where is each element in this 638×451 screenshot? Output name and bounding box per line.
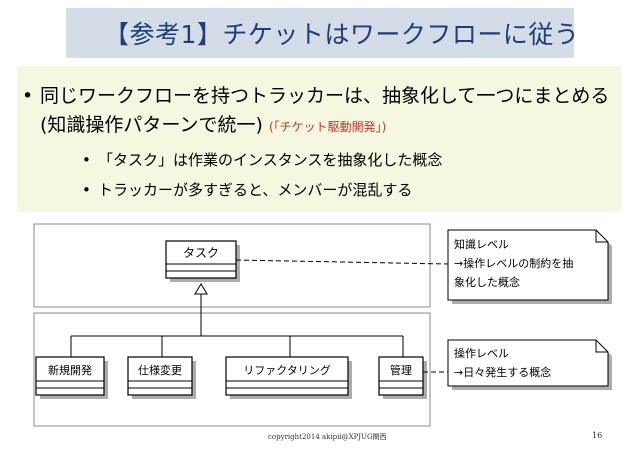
class-spec-change-label: 仕様変更	[138, 363, 182, 377]
note-operation-level: 操作レベル →日々発生する概念	[447, 339, 612, 390]
bullet-dot-icon: •	[82, 181, 91, 199]
class-refactoring-label: リファクタリング	[243, 363, 331, 377]
note-knowledge-line: →操作レベルの制約を抽	[454, 256, 573, 270]
class-management: 管理	[378, 356, 427, 399]
class-management-label: 管理	[390, 363, 412, 377]
note-operation-line: →日々発生する概念	[454, 365, 551, 379]
class-new-development-label: 新規開発	[48, 363, 92, 377]
sub-bullet-text: 「タスク」は作業のインスタンスを抽象化した概念	[98, 151, 443, 169]
bullet-dot-icon: •	[22, 85, 34, 107]
class-task: タスク	[165, 240, 240, 282]
class-refactoring: リファクタリング	[225, 356, 352, 399]
main-bullet-text: 同じワークフローを持つトラッカーは、抽象化して一つにまとめる (知識操作パターン…	[40, 85, 610, 136]
title-band: 【参考1】チケットはワークフローに従う	[66, 8, 579, 58]
main-bullet: • 同じワークフローを持つトラッカーは、抽象化して一つにまとめる (知識操作パタ…	[22, 82, 615, 142]
class-new-development: 新規開発	[35, 356, 108, 399]
class-spec-change: 仕様変更	[127, 356, 196, 399]
bullet-dot-icon: •	[82, 151, 91, 169]
sub-bullet-text: トラッカーが多すぎると、メンバーが混乱する	[98, 181, 413, 199]
sub-bullet: • 「タスク」は作業のインスタンスを抽象化した概念	[82, 150, 443, 170]
note-connector	[235, 259, 449, 265]
sub-bullet: • トラッカーが多すぎると、メンバーが混乱する	[82, 180, 413, 200]
slide-title: 【参考1】チケットはワークフローに従う	[104, 20, 580, 49]
note-knowledge-line: 知識レベル	[454, 237, 509, 251]
note-knowledge-level: 知識レベル →操作レベルの制約を抽 象化した概念	[447, 229, 612, 304]
note-operation-line: 操作レベル	[454, 346, 509, 360]
content-band	[17, 66, 621, 212]
main-bullet-note: (「チケット駆動開発」)	[268, 120, 387, 134]
footer-copyright: copyright2014 akipii@XPJUG関西	[268, 433, 387, 441]
note-knowledge-line: 象化した概念	[454, 275, 520, 289]
page-number: 16	[592, 431, 603, 440]
class-task-label: タスク	[183, 246, 219, 260]
